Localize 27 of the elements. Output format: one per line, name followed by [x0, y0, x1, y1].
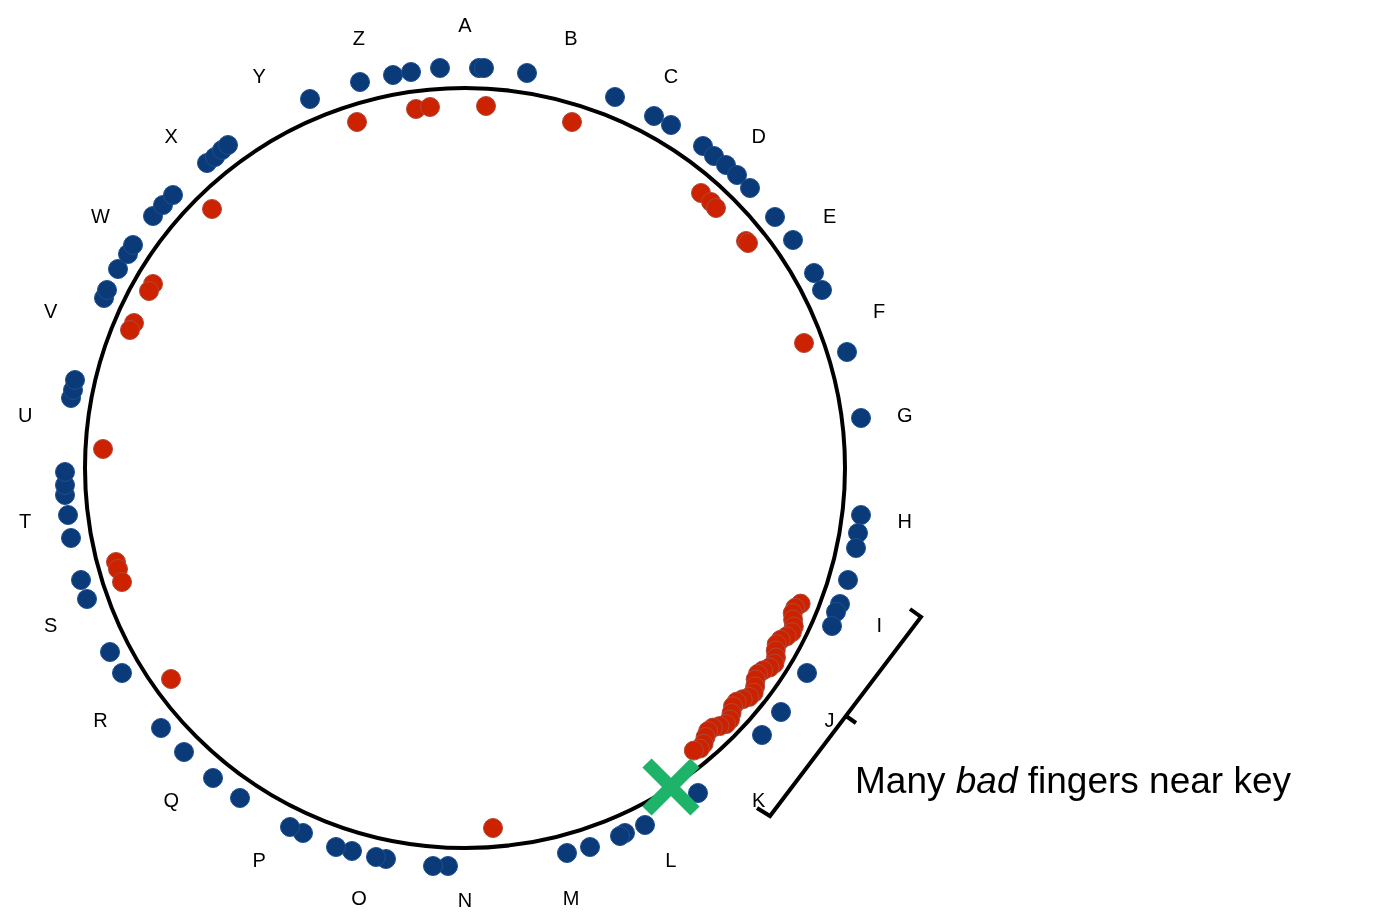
- node-letter: D: [751, 126, 766, 147]
- node-letter: E: [822, 206, 837, 227]
- node-letter: Z: [352, 27, 366, 48]
- caption-text: Many bad fingers near key: [855, 762, 1292, 799]
- node-letter: B: [564, 27, 578, 48]
- node-letter: S: [44, 615, 58, 636]
- node-letter: X: [164, 126, 178, 147]
- node-letter: I: [876, 615, 882, 636]
- node-letter: N: [457, 890, 473, 910]
- node-letter: P: [252, 850, 266, 871]
- node-letter: A: [458, 15, 472, 35]
- node-letter: Q: [163, 789, 179, 810]
- node-letter: V: [44, 300, 58, 321]
- node-letter: U: [18, 404, 33, 425]
- node-letter: C: [663, 65, 679, 86]
- node-letter: T: [19, 511, 32, 532]
- node-letter: O: [351, 888, 367, 909]
- node-letter: G: [897, 404, 913, 425]
- node-letter: L: [665, 850, 677, 871]
- node-letter: Y: [252, 65, 266, 86]
- node-letter: K: [752, 789, 766, 810]
- node-letter: R: [93, 709, 108, 730]
- node-letter: H: [897, 511, 912, 532]
- node-letter: J: [824, 709, 835, 730]
- node-letter: F: [873, 300, 886, 321]
- node-letter: W: [90, 206, 110, 227]
- node-letter: M: [562, 888, 580, 909]
